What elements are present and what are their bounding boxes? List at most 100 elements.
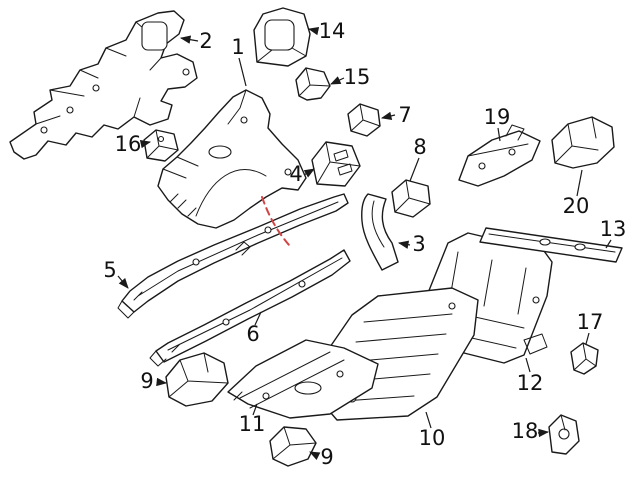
- callout-label-19[interactable]: 19: [484, 105, 511, 129]
- leader-14: [307, 26, 320, 36]
- leader-16: [139, 139, 152, 149]
- callout-label-13[interactable]: 13: [600, 217, 627, 241]
- callout-label-5[interactable]: 5: [103, 258, 116, 282]
- part-3-outline: [361, 193, 399, 271]
- callout-label-16[interactable]: 16: [115, 132, 142, 156]
- leader-17: [585, 332, 590, 345]
- part-18-drawing: [548, 414, 580, 455]
- part-19-outline: [458, 130, 541, 187]
- part-6-hole-a: [222, 318, 230, 326]
- part-11-detail: [233, 351, 345, 409]
- callout-label-11[interactable]: 11: [239, 412, 266, 436]
- leader-11: [252, 403, 258, 416]
- part-15-outline: [295, 67, 331, 101]
- part-4-detail: [316, 141, 361, 185]
- callout-label-18[interactable]: 18: [512, 419, 539, 443]
- part-5-outline: [121, 193, 349, 313]
- leader-4: [303, 168, 315, 178]
- part-13-detail: [488, 233, 616, 253]
- part-5-detail: [117, 201, 339, 319]
- part-1-drawing: [157, 89, 307, 229]
- part-2-hole-c: [92, 84, 100, 92]
- part-2-drawing: [9, 10, 198, 160]
- callout-label-9-left[interactable]: 9: [140, 369, 153, 393]
- callout-label-6[interactable]: 6: [246, 322, 259, 346]
- part-10-detail: [321, 313, 453, 405]
- part-20-outline: [551, 116, 615, 169]
- part-14-detail: [256, 47, 307, 63]
- part-9-bottom-drawing: [269, 426, 317, 467]
- part-10-hole-b: [448, 302, 456, 310]
- part-15-detail: [298, 67, 331, 97]
- callout-label-2[interactable]: 2: [199, 29, 212, 53]
- callout-label-3[interactable]: 3: [412, 232, 425, 256]
- callout-label-4[interactable]: 4: [289, 162, 302, 186]
- part-5-hole-a: [192, 258, 200, 266]
- leader-6: [254, 311, 262, 326]
- part-17-detail: [573, 342, 597, 371]
- part-2-hole-b: [66, 106, 74, 114]
- part-14-drawing: [253, 7, 311, 67]
- part-1-hole-b: [240, 116, 248, 124]
- part-1-hole-a: [284, 168, 292, 176]
- part-2-window-hole: [141, 21, 168, 51]
- part-19-drawing: [458, 124, 541, 187]
- leader-7: [380, 111, 396, 120]
- part-13-outline: [479, 227, 623, 263]
- callout-label-15[interactable]: 15: [344, 65, 371, 89]
- part-19-hole-b: [508, 148, 516, 156]
- part-1-outline: [157, 89, 307, 229]
- part-7-drawing: [347, 103, 381, 137]
- part-19-detail: [467, 124, 529, 157]
- part-20-detail: [554, 116, 599, 164]
- part-6-hole-b: [298, 280, 306, 288]
- part-15-drawing: [295, 67, 331, 101]
- part-1-slot: [208, 145, 232, 159]
- part-12-hole: [532, 296, 540, 304]
- part-2-hole-a: [40, 126, 48, 134]
- leader-19: [497, 127, 501, 142]
- part-19-hole-a: [478, 162, 486, 170]
- callout-label-1[interactable]: 1: [231, 35, 244, 59]
- leader-12: [525, 357, 531, 373]
- part-13-drawing: [479, 227, 623, 263]
- leader-15: [330, 76, 345, 85]
- leader-18: [537, 428, 550, 438]
- leader-5: [117, 275, 129, 289]
- leader-3: [397, 240, 411, 249]
- part-20-drawing: [551, 116, 615, 169]
- part-12-detail: [435, 251, 548, 355]
- part-9-left-drawing: [165, 352, 229, 407]
- part-5-hole-b: [264, 226, 272, 234]
- part-9-bottom-detail: [272, 426, 317, 460]
- part-13-slot-b: [574, 243, 586, 251]
- part-11-drawing: [227, 339, 379, 419]
- part-3-drawing: [361, 193, 399, 271]
- callout-label-12[interactable]: 12: [517, 371, 544, 395]
- part-4-drawing: [311, 141, 361, 187]
- part-18-hole: [558, 428, 570, 440]
- part-8-drawing: [391, 179, 431, 218]
- callout-label-7[interactable]: 7: [398, 103, 411, 127]
- leader-2: [179, 35, 199, 44]
- callout-label-10[interactable]: 10: [419, 426, 446, 450]
- part-16-drawing: [143, 129, 179, 162]
- part-9-bottom-outline: [269, 426, 317, 467]
- callout-label-8[interactable]: 8: [413, 135, 426, 159]
- part-9-left-outline: [165, 352, 229, 407]
- part-4-outline: [311, 141, 361, 187]
- callout-label-14[interactable]: 14: [319, 19, 346, 43]
- leader-lines: [117, 26, 612, 460]
- leader-9-left: [156, 377, 168, 387]
- callout-label-17[interactable]: 17: [577, 310, 604, 334]
- part-8-detail: [394, 179, 431, 213]
- leader-20: [576, 169, 583, 197]
- callout-label-9-bottom[interactable]: 9: [320, 445, 333, 469]
- leader-9-bottom: [309, 451, 321, 460]
- part-13-slot-a: [539, 238, 551, 246]
- part-18-detail: [560, 414, 566, 431]
- callout-label-20[interactable]: 20: [563, 194, 590, 218]
- part-2-hole-d: [182, 68, 190, 76]
